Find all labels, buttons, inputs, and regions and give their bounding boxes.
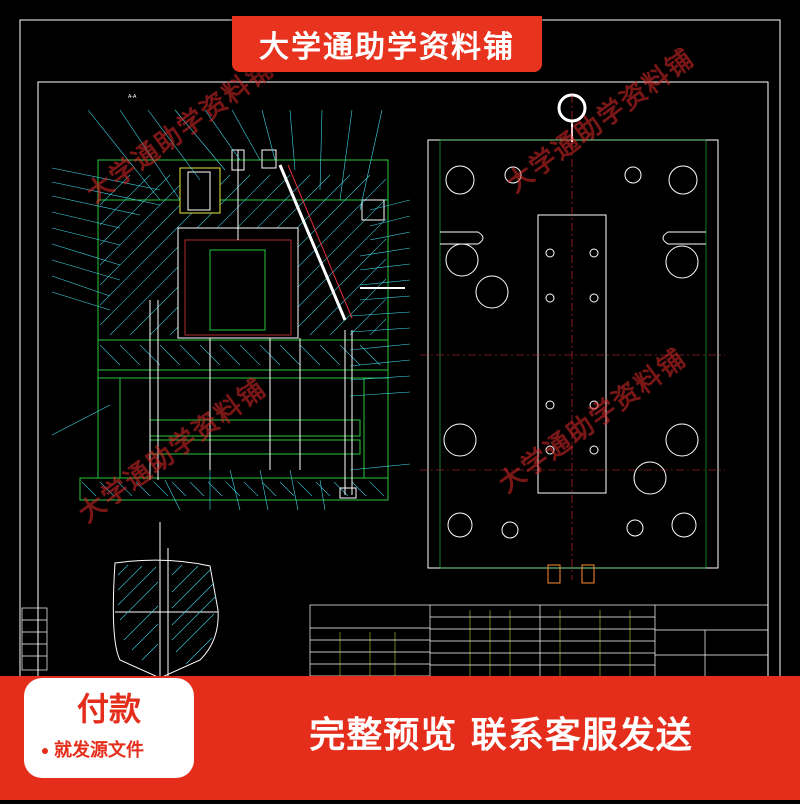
store-title-badge: 大学通助学资料铺 xyxy=(232,16,542,72)
plan-view xyxy=(420,93,725,584)
pay-title: 付款 xyxy=(76,690,141,728)
pay-subtitle: 就发源文件 xyxy=(42,736,144,762)
pay-card[interactable]: 付款 就发源文件 xyxy=(24,678,194,778)
bullet-icon xyxy=(42,748,48,754)
contact-service-text: 完整预览 联系客服发送 xyxy=(309,715,693,756)
outer-frame xyxy=(19,19,781,791)
detail-view xyxy=(112,522,219,679)
section-label-top: A-A xyxy=(128,94,137,100)
section-view: A-A xyxy=(51,94,411,511)
pay-subtitle-text: 就发源文件 xyxy=(54,740,144,761)
